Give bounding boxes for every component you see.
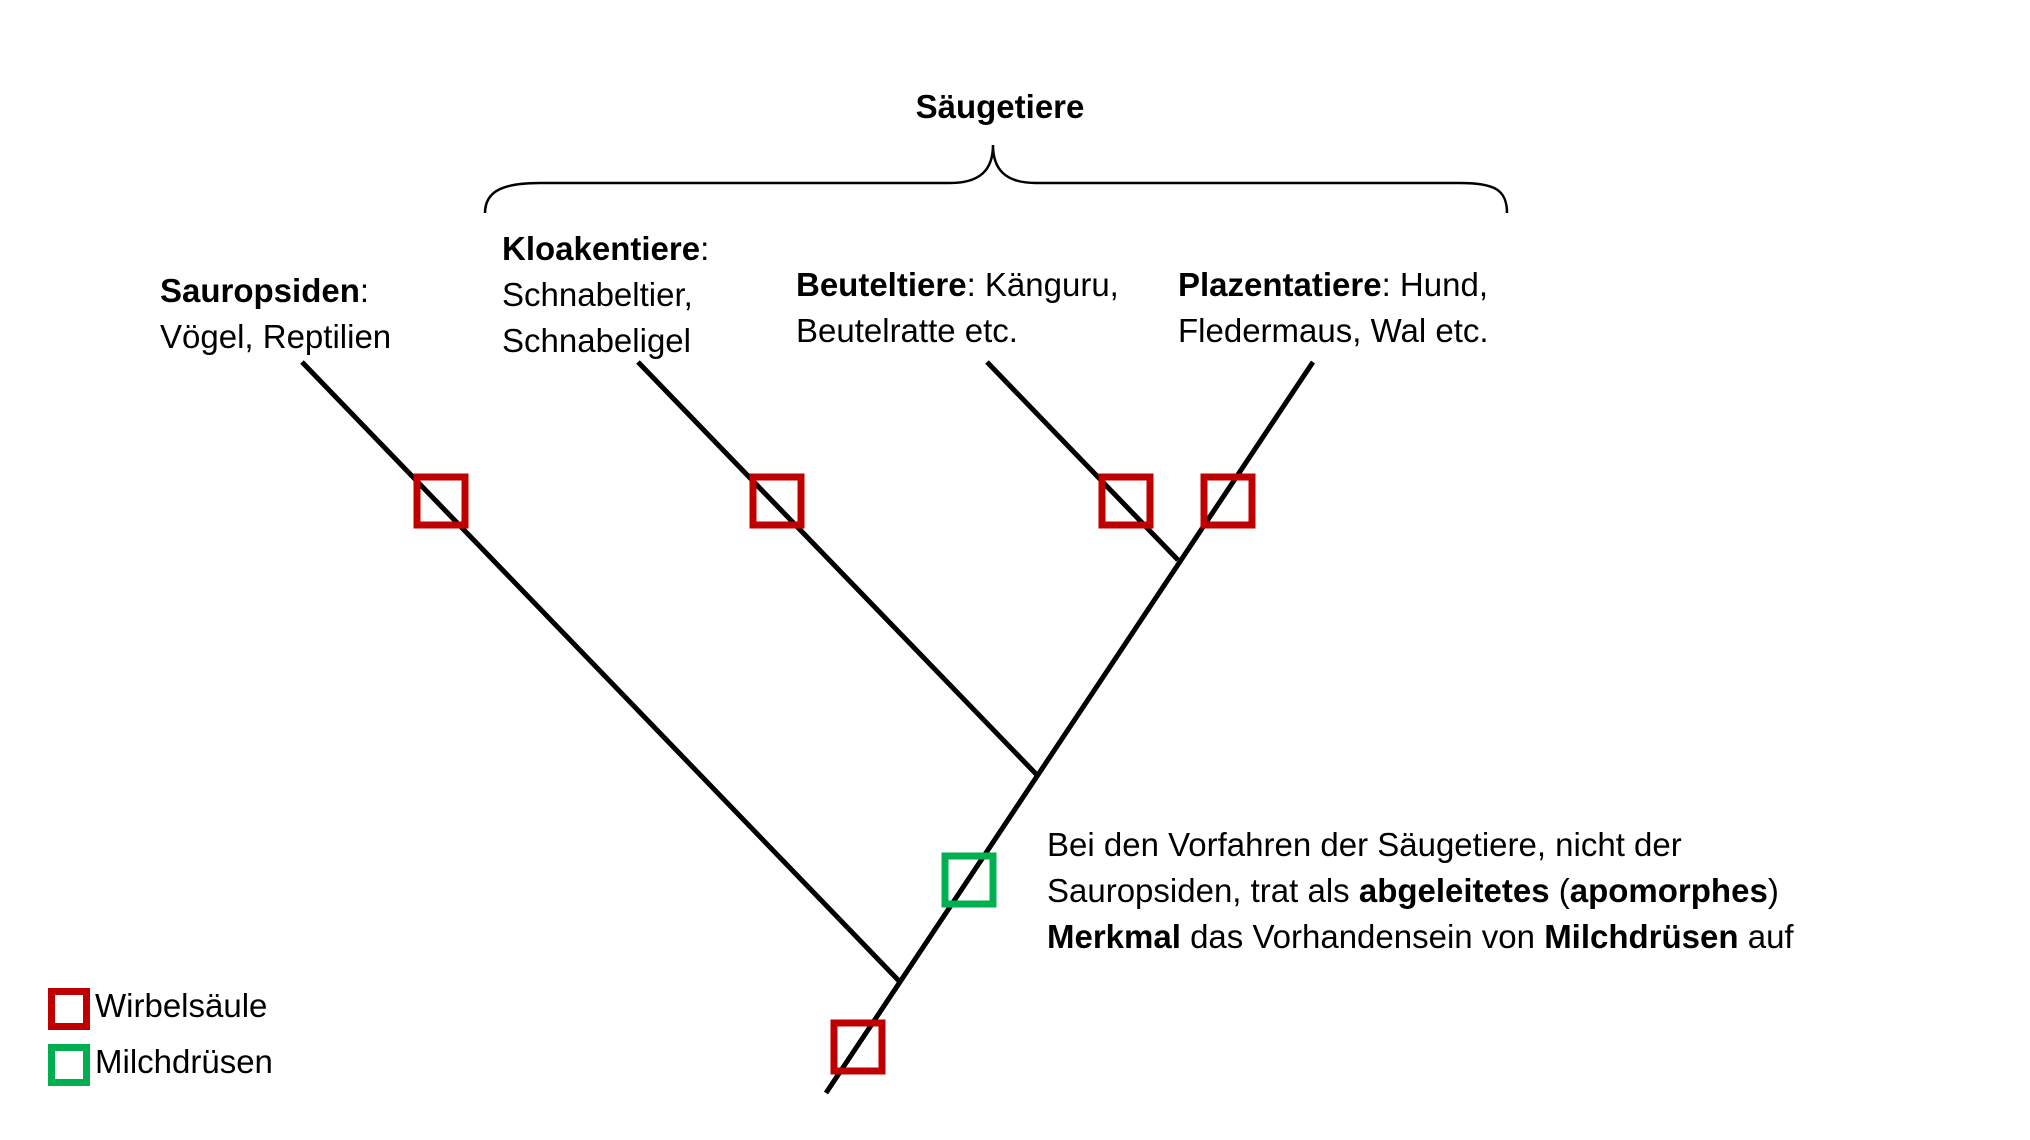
note-text: auf <box>1738 918 1794 955</box>
taxon-examples: Beutelratte etc. <box>796 312 1018 349</box>
taxon-examples: Schnabeltier, <box>502 276 693 313</box>
apomorphy-note: Bei den Vorfahren der Säugetiere, nicht … <box>1047 822 1947 960</box>
note-emphasis: apomorphes <box>1569 872 1768 909</box>
taxon-label-sauropsiden: Sauropsiden: Vögel, Reptilien <box>160 268 391 360</box>
separator: : <box>966 266 976 303</box>
separator: : <box>700 230 710 267</box>
branch-beuteltiere <box>985 360 1180 562</box>
taxon-name: Plazentatiere <box>1178 266 1382 303</box>
branch-kloakentiere <box>636 360 1039 777</box>
taxon-examples: Hund, <box>1390 266 1488 303</box>
taxon-examples: Vögel, Reptilien <box>160 318 392 355</box>
taxon-label-beuteltiere: Beuteltiere: Känguru, Beutelratte etc. <box>796 262 1119 354</box>
note-emphasis: Merkmal <box>1047 918 1181 955</box>
taxon-name: Kloakentiere <box>502 230 701 267</box>
taxon-examples: Schnabeligel <box>502 322 691 359</box>
legend-label-milchdruesen: Milchdrüsen <box>95 1043 273 1080</box>
taxon-examples: Känguru, <box>975 266 1119 303</box>
taxon-examples: Fledermaus, Wal etc. <box>1178 312 1489 349</box>
taxon-name: Sauropsiden <box>160 272 360 309</box>
legend-swatch-wirbelsaeule <box>48 988 90 1030</box>
taxon-name: Beuteltiere <box>796 266 967 303</box>
note-text: das Vorhandensein von <box>1180 918 1545 955</box>
trunk-line <box>823 360 1316 1095</box>
note-emphasis: abgeleitetes <box>1358 872 1550 909</box>
wirbelsaeule-marker-beuteltiere <box>1098 473 1154 529</box>
wirbelsaeule-marker-root <box>830 1019 886 1075</box>
legend-label-wirbelsaeule: Wirbelsäule <box>95 987 268 1024</box>
branch-sauropsiden <box>300 360 902 984</box>
note-text: ( <box>1549 872 1570 909</box>
note-text: ) <box>1767 872 1779 909</box>
mammal-brace <box>483 144 1509 214</box>
wirbelsaeule-marker-sauropsiden <box>413 473 469 529</box>
wirbelsaeule-marker-kloakentiere <box>749 473 805 529</box>
note-text: Sauropsiden, trat als <box>1047 872 1359 909</box>
wirbelsaeule-marker-plazentatiere <box>1200 473 1256 529</box>
taxon-label-kloakentiere: Kloakentiere: Schnabeltier, Schnabeligel <box>502 226 709 364</box>
taxon-label-plazentatiere: Plazentatiere: Hund, Fledermaus, Wal etc… <box>1178 262 1489 354</box>
separator: : <box>359 272 370 309</box>
note-emphasis: Milchdrüsen <box>1544 918 1739 955</box>
note-text: Bei den Vorfahren der Säugetiere, nicht … <box>1047 826 1682 863</box>
saeugetiere-title: Säugetiere <box>915 88 1085 125</box>
separator: : <box>1381 266 1391 303</box>
legend-swatch-milchdruesen <box>48 1044 90 1086</box>
milchdruesen-marker <box>941 852 997 908</box>
